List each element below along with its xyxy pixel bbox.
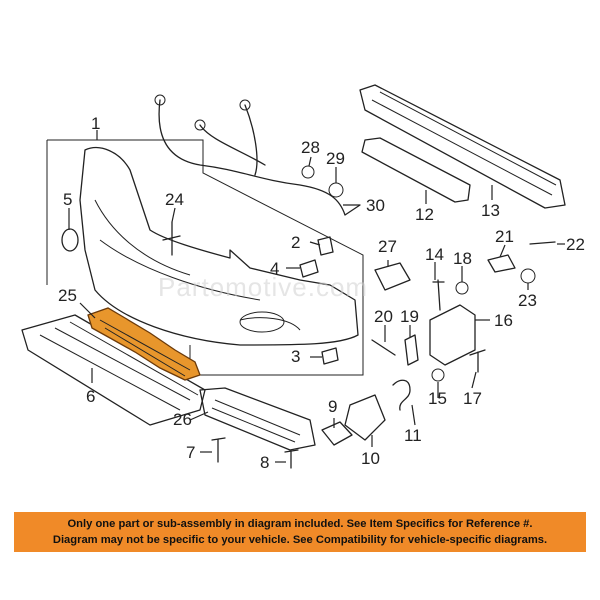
reinforcement-bar-13 xyxy=(359,84,566,209)
bolt-7 xyxy=(211,437,226,463)
callout-13: 13 xyxy=(481,201,500,220)
callout-1: 1 xyxy=(91,114,100,133)
callout-18: 18 xyxy=(453,249,472,268)
callout-30: 30 xyxy=(366,196,385,215)
callout-11: 11 xyxy=(404,426,422,445)
callout-25: 25 xyxy=(58,286,77,305)
callout-20: 20 xyxy=(374,307,393,326)
callout-19: 19 xyxy=(400,307,419,326)
callout-5: 5 xyxy=(63,190,72,209)
part-25-ribs xyxy=(99,319,191,377)
disclaimer-line-1: Only one part or sub-assembly in diagram… xyxy=(67,518,533,530)
callout-16: 16 xyxy=(494,311,513,330)
lower-grille-6 xyxy=(21,314,206,426)
callout-4: 4 xyxy=(270,259,279,278)
exploded-parts-diagram: 1 2 3 4 5 6 7 8 9 10 11 12 13 14 15 16 1… xyxy=(21,84,585,472)
lamp-bracket-10 xyxy=(344,394,386,441)
sensor-29 xyxy=(328,182,344,198)
reinforcement-bar-ribs xyxy=(371,91,557,196)
callout-7: 7 xyxy=(186,443,195,462)
callout-29: 29 xyxy=(326,149,345,168)
clip-23 xyxy=(520,268,536,284)
clip-4 xyxy=(299,259,319,278)
spring-11 xyxy=(392,379,411,411)
callout-15: 15 xyxy=(428,389,447,408)
callout-17: 17 xyxy=(463,389,482,408)
lower-grille-mesh xyxy=(39,321,199,411)
callout-10: 10 xyxy=(361,449,380,468)
bracket-19 xyxy=(404,334,419,366)
callout-28: 28 xyxy=(301,138,320,157)
clip-3 xyxy=(321,347,339,365)
wiring-harness-branches xyxy=(199,104,266,176)
cover-9 xyxy=(321,421,353,446)
callout-9: 9 xyxy=(328,397,337,416)
callout-14: 14 xyxy=(425,245,444,264)
callout-8: 8 xyxy=(260,453,269,472)
watermark-text: Partomotive.com xyxy=(158,272,369,302)
bumper-cover-contours xyxy=(94,199,301,331)
harness-connector-b xyxy=(194,119,206,131)
callout-labels: 1 2 3 4 5 6 7 8 9 10 11 12 13 14 15 16 1… xyxy=(58,114,585,472)
side-grille-26 xyxy=(199,387,316,451)
harness-connector-a xyxy=(154,94,166,106)
disclaimer-banner: Only one part or sub-assembly in diagram… xyxy=(14,512,586,552)
bolt-14 xyxy=(432,279,445,311)
bracket-21 xyxy=(487,254,516,273)
callout-26: 26 xyxy=(173,410,192,429)
bolt-17 xyxy=(469,349,486,373)
screw-20 xyxy=(371,339,396,356)
clip-15 xyxy=(431,368,445,382)
bolt-22 xyxy=(529,241,556,245)
harness-connector-c xyxy=(239,99,251,111)
bumper-cover-part xyxy=(79,146,359,346)
fog-lamp-opening xyxy=(239,311,285,333)
bumper-cover-group xyxy=(46,139,364,376)
energy-absorber-12 xyxy=(361,137,471,203)
callout-21: 21 xyxy=(495,227,514,246)
callout-23: 23 xyxy=(518,291,537,310)
callout-12: 12 xyxy=(415,205,434,224)
bumper-cover-bracket-line xyxy=(46,139,364,376)
side-grille-mesh xyxy=(211,399,301,443)
callout-22: 22 xyxy=(566,235,585,254)
callout-2: 2 xyxy=(291,233,300,252)
bolt-8 xyxy=(284,449,299,469)
callout-27: 27 xyxy=(378,237,397,256)
callout-3: 3 xyxy=(291,347,300,366)
bracket-24 xyxy=(162,221,181,256)
sensor-27 xyxy=(374,262,411,291)
sensor-28 xyxy=(301,165,315,179)
callout-24: 24 xyxy=(165,190,184,209)
clip-2 xyxy=(317,236,334,256)
callout-6: 6 xyxy=(86,387,95,406)
bracket-16 xyxy=(429,304,476,366)
nut-18 xyxy=(455,281,469,295)
disclaimer-line-2: Diagram may not be specific to your vehi… xyxy=(52,534,548,546)
tow-cover-5 xyxy=(61,228,79,252)
leader-lines xyxy=(68,130,565,463)
